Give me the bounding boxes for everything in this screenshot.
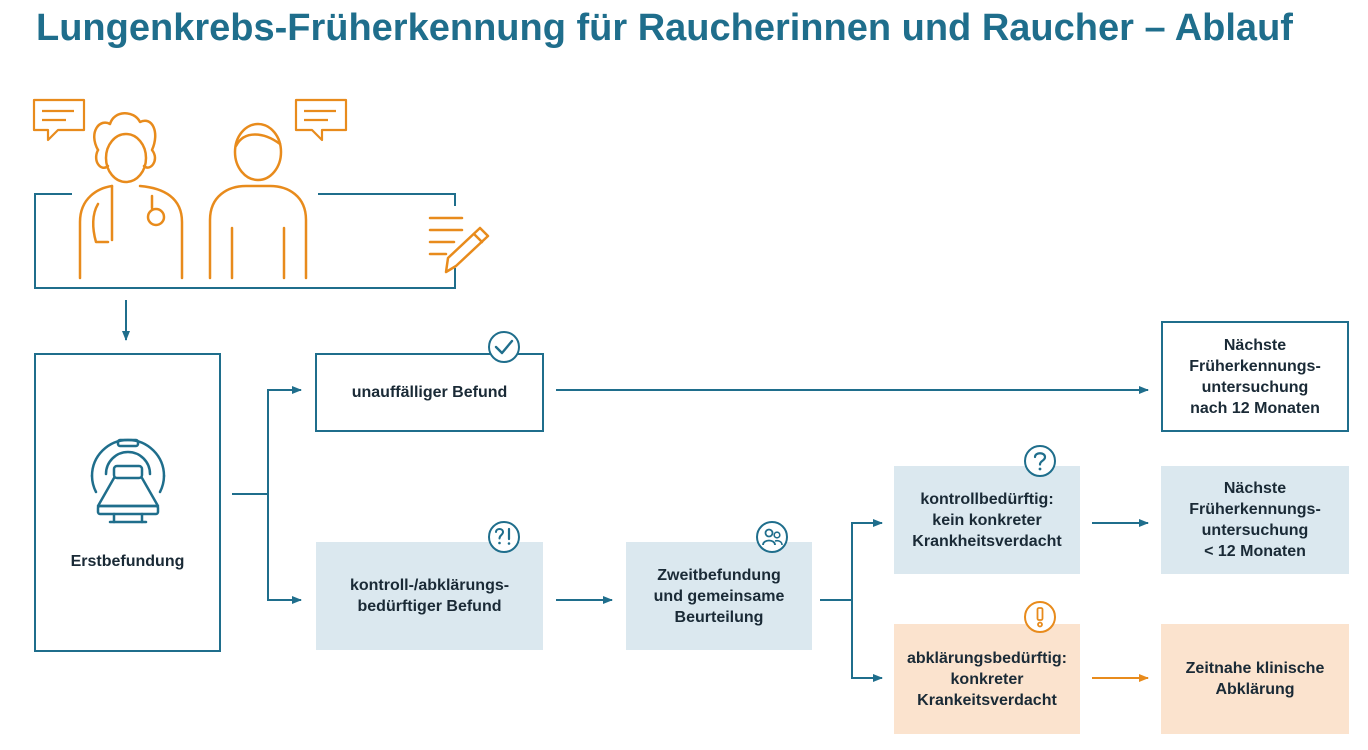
node-zeitnahe: Zeitnahe klinische Abklärung (1161, 624, 1349, 734)
branch-fork (267, 389, 300, 601)
branch-fork-2 (851, 522, 880, 679)
node-label: abklärungsbedürftig: konkreter Krankeits… (906, 649, 1067, 709)
doctor-icon (78, 112, 184, 280)
question-exclamation-icon (488, 521, 520, 553)
node-kontroll-abklaerung: kontroll-/abklärungs- bedürftiger Befund (316, 542, 543, 650)
speech-bubble-icon (32, 98, 86, 142)
question-circle-icon (1024, 445, 1056, 477)
node-label: Nächste Früherkennungs- untersuchung nac… (1189, 336, 1321, 417)
ct-scanner-icon (90, 438, 166, 524)
node-label: Zweitbefundung und gemeinsame Beurteilun… (653, 566, 785, 626)
node-zweitbefundung: Zweitbefundung und gemeinsame Beurteilun… (626, 542, 812, 650)
node-naechste-lt12: Nächste Früherkennungs- untersuchung < 1… (1161, 466, 1349, 574)
check-circle-icon (488, 331, 520, 363)
node-label: Zeitnahe klinische Abklärung (1185, 660, 1325, 698)
node-kontrollbeduerftig: kontrollbedürftig: kein konkreter Krankh… (894, 466, 1080, 574)
speech-bubble-icon (294, 98, 348, 142)
exclamation-circle-icon (1024, 601, 1056, 633)
node-label: kontrollbedürftig: kein konkreter Krankh… (912, 490, 1062, 550)
node-naechste-12: Nächste Früherkennungs- untersuchung nac… (1161, 321, 1349, 432)
node-unauffaellig: unauffälliger Befund (315, 353, 544, 432)
node-erstbefundung: Erstbefundung (34, 353, 221, 652)
node-label: Erstbefundung (70, 553, 185, 570)
node-label: kontroll-/abklärungs- bedürftiger Befund (349, 577, 510, 615)
node-label: Nächste Früherkennungs- untersuchung < 1… (1189, 480, 1321, 560)
document-pen-icon (428, 216, 490, 274)
node-abklaerungsbeduerftig: abklärungsbedürftig: konkreter Krankeits… (894, 624, 1080, 734)
node-label: unauffälliger Befund (351, 384, 508, 401)
patient-icon (208, 122, 308, 280)
people-circle-icon (756, 521, 788, 553)
consultation-frame (34, 193, 456, 289)
page-title: Lungenkrebs-Früherkennung für Raucherinn… (36, 7, 1293, 49)
